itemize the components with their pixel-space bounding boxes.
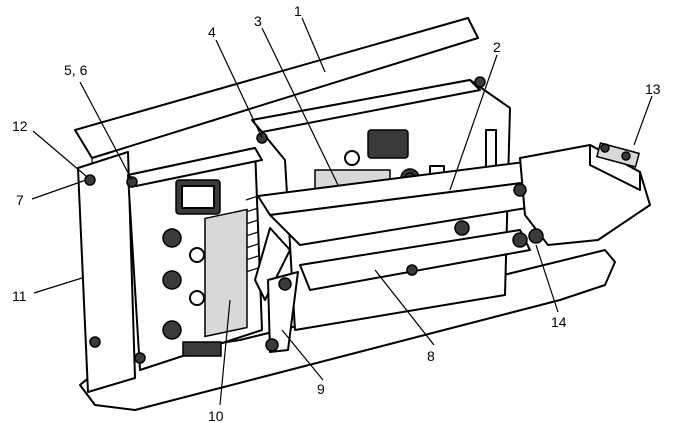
callout-12: 12 xyxy=(12,118,28,134)
callout-2: 2 xyxy=(493,39,501,55)
callout-14: 14 xyxy=(551,314,567,330)
side-panel xyxy=(77,151,136,393)
leader-lines xyxy=(31,17,653,406)
callout-labels: 1 2 3 4 5, 6 7 8 9 10 11 12 13 14 xyxy=(12,3,661,423)
heat-sink xyxy=(245,195,259,273)
mounting-screw xyxy=(84,174,96,186)
callout-3: 3 xyxy=(254,13,262,29)
label-panel xyxy=(204,208,248,338)
connector xyxy=(182,341,222,357)
link-plate xyxy=(265,271,299,353)
callout-7: 7 xyxy=(16,192,24,208)
callout-13: 13 xyxy=(645,81,661,97)
callout-1: 1 xyxy=(294,3,302,19)
mounting-screw xyxy=(134,352,146,364)
callout-11: 11 xyxy=(12,288,27,304)
mounting-screw xyxy=(474,76,486,88)
callout-10: 10 xyxy=(208,408,224,423)
callout-9: 9 xyxy=(317,381,325,397)
mounting-screw xyxy=(406,264,418,276)
callout-5-6: 5, 6 xyxy=(64,62,88,78)
callout-8: 8 xyxy=(427,348,435,364)
mounting-screw xyxy=(126,176,138,188)
mounting-screw xyxy=(89,336,101,348)
bus-bar xyxy=(254,159,546,301)
callout-4: 4 xyxy=(208,24,216,40)
lower-plate xyxy=(299,229,531,291)
connector xyxy=(367,129,409,159)
fuse-holder xyxy=(512,142,651,248)
